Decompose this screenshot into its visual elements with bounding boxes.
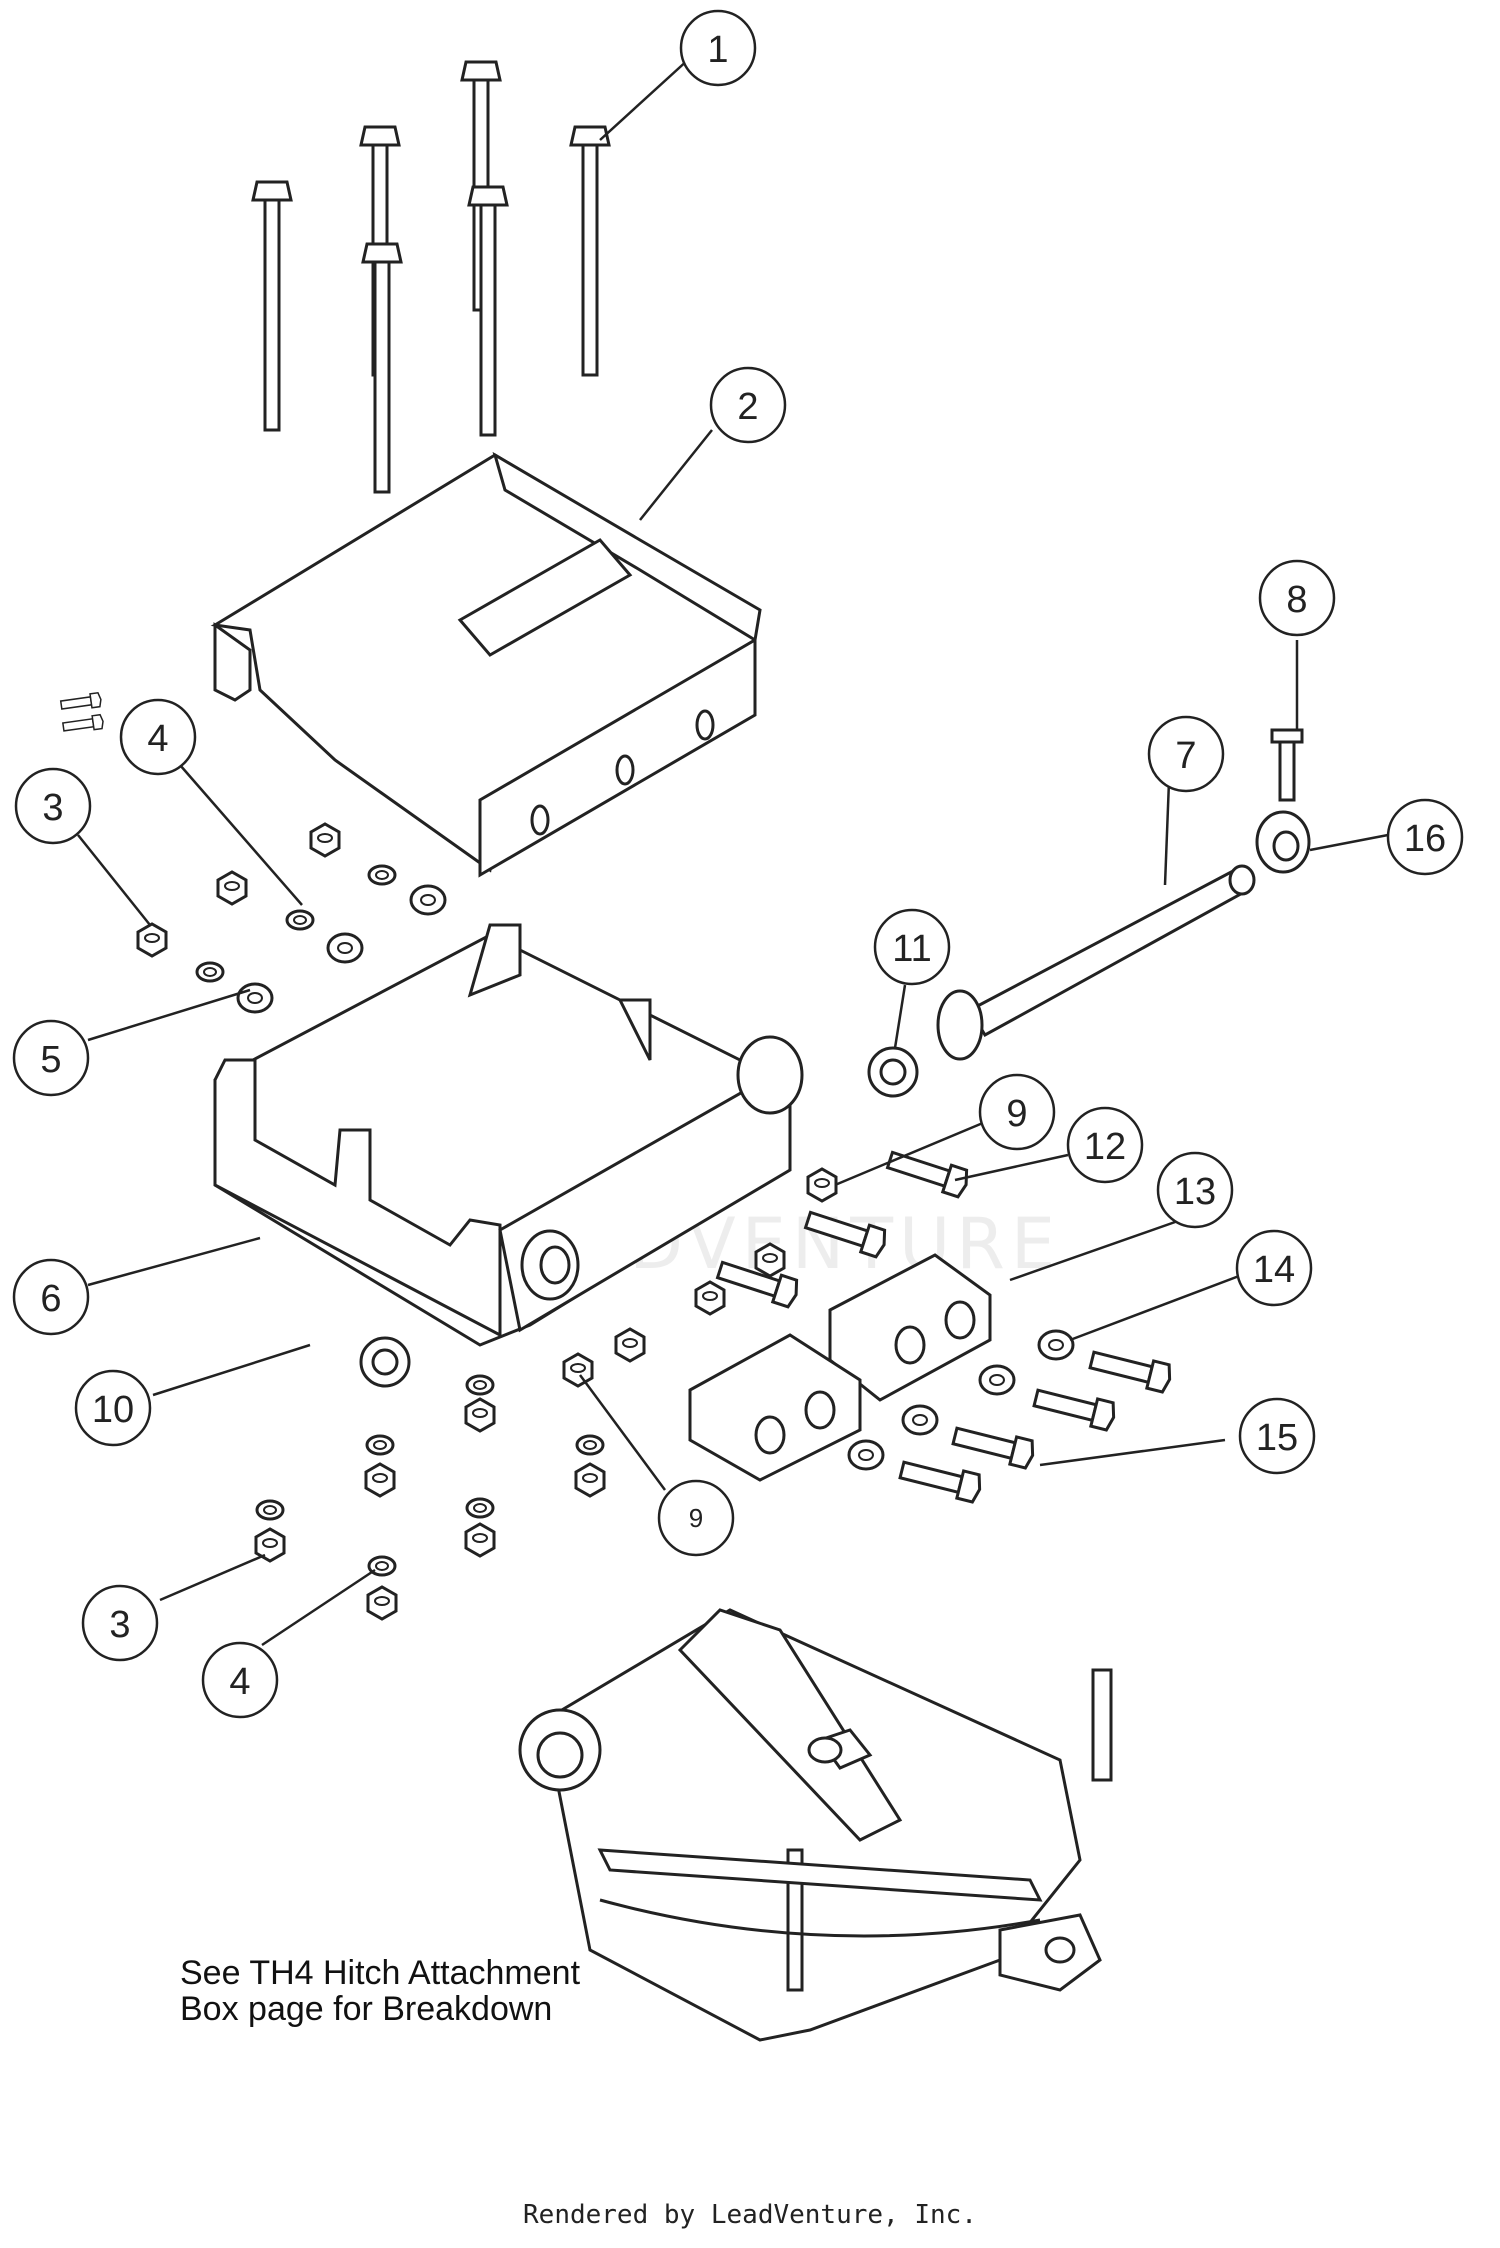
bushing xyxy=(867,1046,919,1098)
callout-9-lower: 9 xyxy=(657,1479,735,1557)
note-line-1: See TH4 Hitch Attachment xyxy=(180,1954,581,1992)
callout-3: 3 xyxy=(14,767,92,845)
svg-text:13: 13 xyxy=(1174,1171,1216,1213)
svg-text:14: 14 xyxy=(1253,1249,1295,1291)
svg-text:8: 8 xyxy=(1286,579,1307,621)
svg-text:3: 3 xyxy=(109,1604,130,1646)
callout-5: 5 xyxy=(12,1019,90,1097)
leader-lines xyxy=(77,57,1389,1647)
callout-4: 4 xyxy=(119,698,197,776)
callouts: 1 2 3 4 5 6 7 8 9 10 11 12 13 14 15 16 9… xyxy=(12,9,1464,1719)
callout-16: 16 xyxy=(1386,798,1464,876)
svg-text:12: 12 xyxy=(1084,1126,1126,1168)
set-bolt xyxy=(1270,728,1304,802)
callout-1: 1 xyxy=(679,9,757,87)
svg-text:15: 15 xyxy=(1256,1417,1298,1459)
callout-7: 7 xyxy=(1147,715,1225,793)
callout-4-lower: 4 xyxy=(201,1641,279,1719)
svg-text:1: 1 xyxy=(707,29,728,71)
callout-15: 15 xyxy=(1238,1397,1316,1475)
svg-text:16: 16 xyxy=(1404,818,1446,860)
long-bolts xyxy=(251,60,611,494)
svg-text:11: 11 xyxy=(892,928,931,970)
footer-credit: Rendered by LeadVenture, Inc. xyxy=(523,2200,977,2230)
lower-hardware xyxy=(59,691,646,1621)
svg-text:3: 3 xyxy=(42,787,63,829)
callout-10: 10 xyxy=(74,1369,152,1447)
callout-12: 12 xyxy=(1066,1106,1144,1184)
svg-text:9: 9 xyxy=(1006,1093,1027,1135)
hitch-pin xyxy=(936,864,1256,1061)
callout-13: 13 xyxy=(1156,1151,1234,1229)
svg-text:2: 2 xyxy=(737,386,758,428)
svg-text:4: 4 xyxy=(229,1661,250,1703)
note-line-2: Box page for Breakdown xyxy=(180,1990,553,2028)
breakdown-note: See TH4 Hitch Attachment Box page for Br… xyxy=(180,1955,580,2027)
spacer-blocks xyxy=(688,1253,992,1482)
svg-text:9: 9 xyxy=(689,1503,703,1533)
callout-8: 8 xyxy=(1258,559,1336,637)
svg-text:10: 10 xyxy=(92,1389,134,1431)
upper-bracket xyxy=(210,451,762,878)
svg-text:7: 7 xyxy=(1175,735,1196,777)
callout-14: 14 xyxy=(1235,1229,1313,1307)
callout-3-lower: 3 xyxy=(81,1584,159,1662)
hitch-attachment-box xyxy=(518,1608,1113,2042)
lower-bracket xyxy=(213,923,804,1347)
collar xyxy=(1255,810,1311,874)
svg-text:4: 4 xyxy=(147,718,168,760)
callout-2: 2 xyxy=(709,366,787,444)
callout-6: 6 xyxy=(12,1258,90,1336)
callout-9: 9 xyxy=(978,1073,1056,1151)
svg-text:6: 6 xyxy=(40,1278,61,1320)
callout-11: 11 xyxy=(873,908,951,986)
svg-text:5: 5 xyxy=(40,1039,61,1081)
